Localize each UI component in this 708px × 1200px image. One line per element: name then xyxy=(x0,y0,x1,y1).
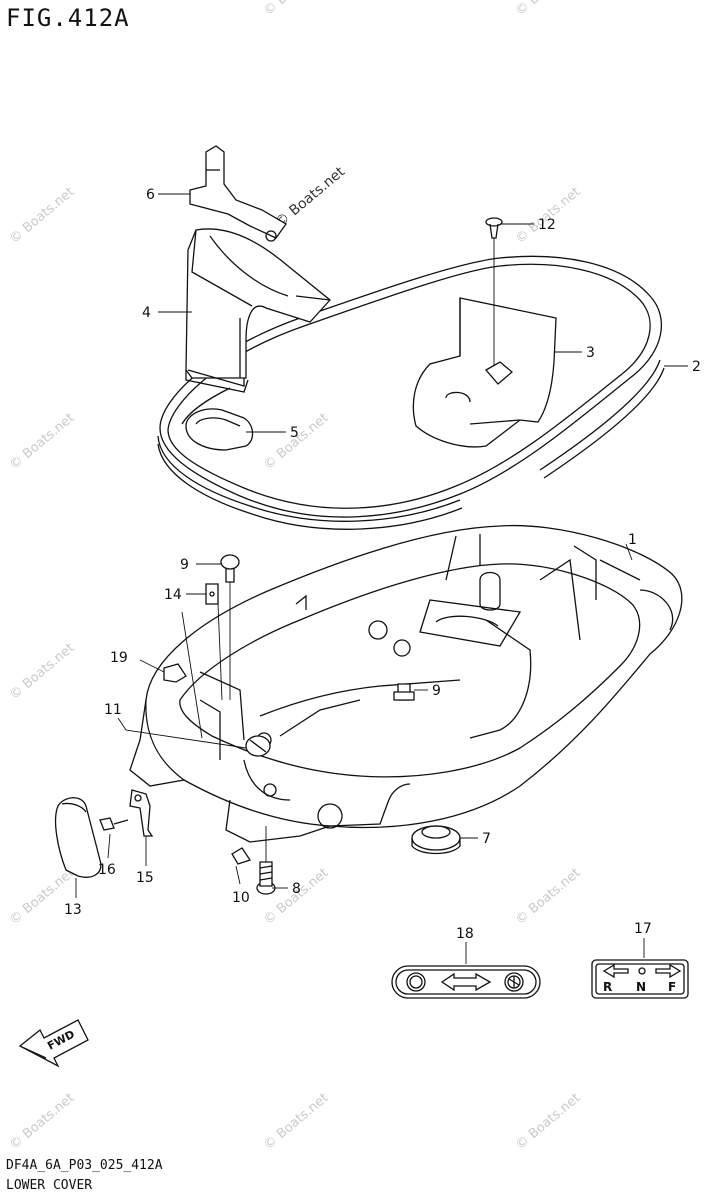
decal-17-shift-rnf: R N F xyxy=(591,959,689,999)
part-3-inner-cover xyxy=(412,297,557,448)
part-11-plug xyxy=(245,735,271,757)
part-12-screw xyxy=(485,217,503,239)
watermark: © Boats.net xyxy=(261,1091,331,1153)
fwd-arrow-icon: FWD xyxy=(18,1019,89,1068)
callout-5: 5 xyxy=(290,425,299,441)
callout-numbers: 1 2 3 4 5 6 7 8 9 9 10 11 12 13 14 15 16… xyxy=(64,187,701,942)
figure-caption: LOWER COVER xyxy=(6,1178,93,1193)
part-16-screw xyxy=(99,817,129,831)
figure-title: FIG.412A xyxy=(6,4,130,32)
part-10-clip xyxy=(231,847,252,865)
callout-15: 15 xyxy=(136,870,154,886)
part-7-grommet xyxy=(411,825,461,855)
part-4-duct xyxy=(185,228,331,393)
watermark: © Boats.net xyxy=(261,0,331,19)
decal-18-shift-arrows xyxy=(391,965,541,999)
part-1-lower-cover xyxy=(129,524,683,843)
watermark: © Boats.net xyxy=(513,866,583,928)
part-9-bolt-upper xyxy=(220,554,240,583)
callout-13: 13 xyxy=(64,902,82,918)
part-6-bracket xyxy=(189,145,287,242)
watermark: © Boats.net xyxy=(261,411,331,473)
callout-9-upper: 9 xyxy=(180,557,189,573)
callout-2: 2 xyxy=(692,359,701,375)
callout-9-lower: 9 xyxy=(432,683,441,699)
watermark: © Boats.net xyxy=(7,641,77,703)
figure-code: DF4A_6A_P03_025_412A xyxy=(6,1158,163,1173)
part-15-lever xyxy=(129,789,154,837)
callout-7: 7 xyxy=(482,831,491,847)
watermark: © Boats.net xyxy=(7,185,77,247)
watermark: © Boats.net xyxy=(513,1091,583,1153)
leader-lines xyxy=(75,193,688,964)
callout-10: 10 xyxy=(232,890,250,906)
callout-18: 18 xyxy=(456,926,474,942)
callout-17: 17 xyxy=(634,921,652,937)
callout-8: 8 xyxy=(292,881,301,897)
callout-16: 16 xyxy=(98,862,116,878)
callout-3: 3 xyxy=(586,345,595,361)
part-5-grommet xyxy=(185,408,254,451)
part-14-nut xyxy=(205,583,219,605)
callout-14: 14 xyxy=(164,587,182,603)
decal-label-f: F xyxy=(668,980,676,994)
watermark: © Boats.net xyxy=(7,1091,77,1153)
callout-12: 12 xyxy=(538,217,556,233)
decal-label-n: N xyxy=(636,980,646,994)
callout-19: 19 xyxy=(110,650,128,666)
part-9-bolt-lower xyxy=(393,683,415,701)
watermark: © Boats.net xyxy=(7,411,77,473)
part-8-bolt xyxy=(256,861,276,895)
callout-4: 4 xyxy=(142,305,151,321)
watermark: © Boats.net xyxy=(513,185,583,247)
watermark: © Boats.net xyxy=(272,164,348,231)
part-19-clip xyxy=(163,663,187,683)
callout-11: 11 xyxy=(104,702,122,718)
decal-label-r: R xyxy=(603,980,612,994)
callout-6: 6 xyxy=(146,187,155,203)
watermark: © Boats.net xyxy=(513,0,583,19)
callout-1: 1 xyxy=(628,532,637,548)
part-13-pad xyxy=(54,797,102,878)
watermark: © Boats.net xyxy=(7,866,77,928)
